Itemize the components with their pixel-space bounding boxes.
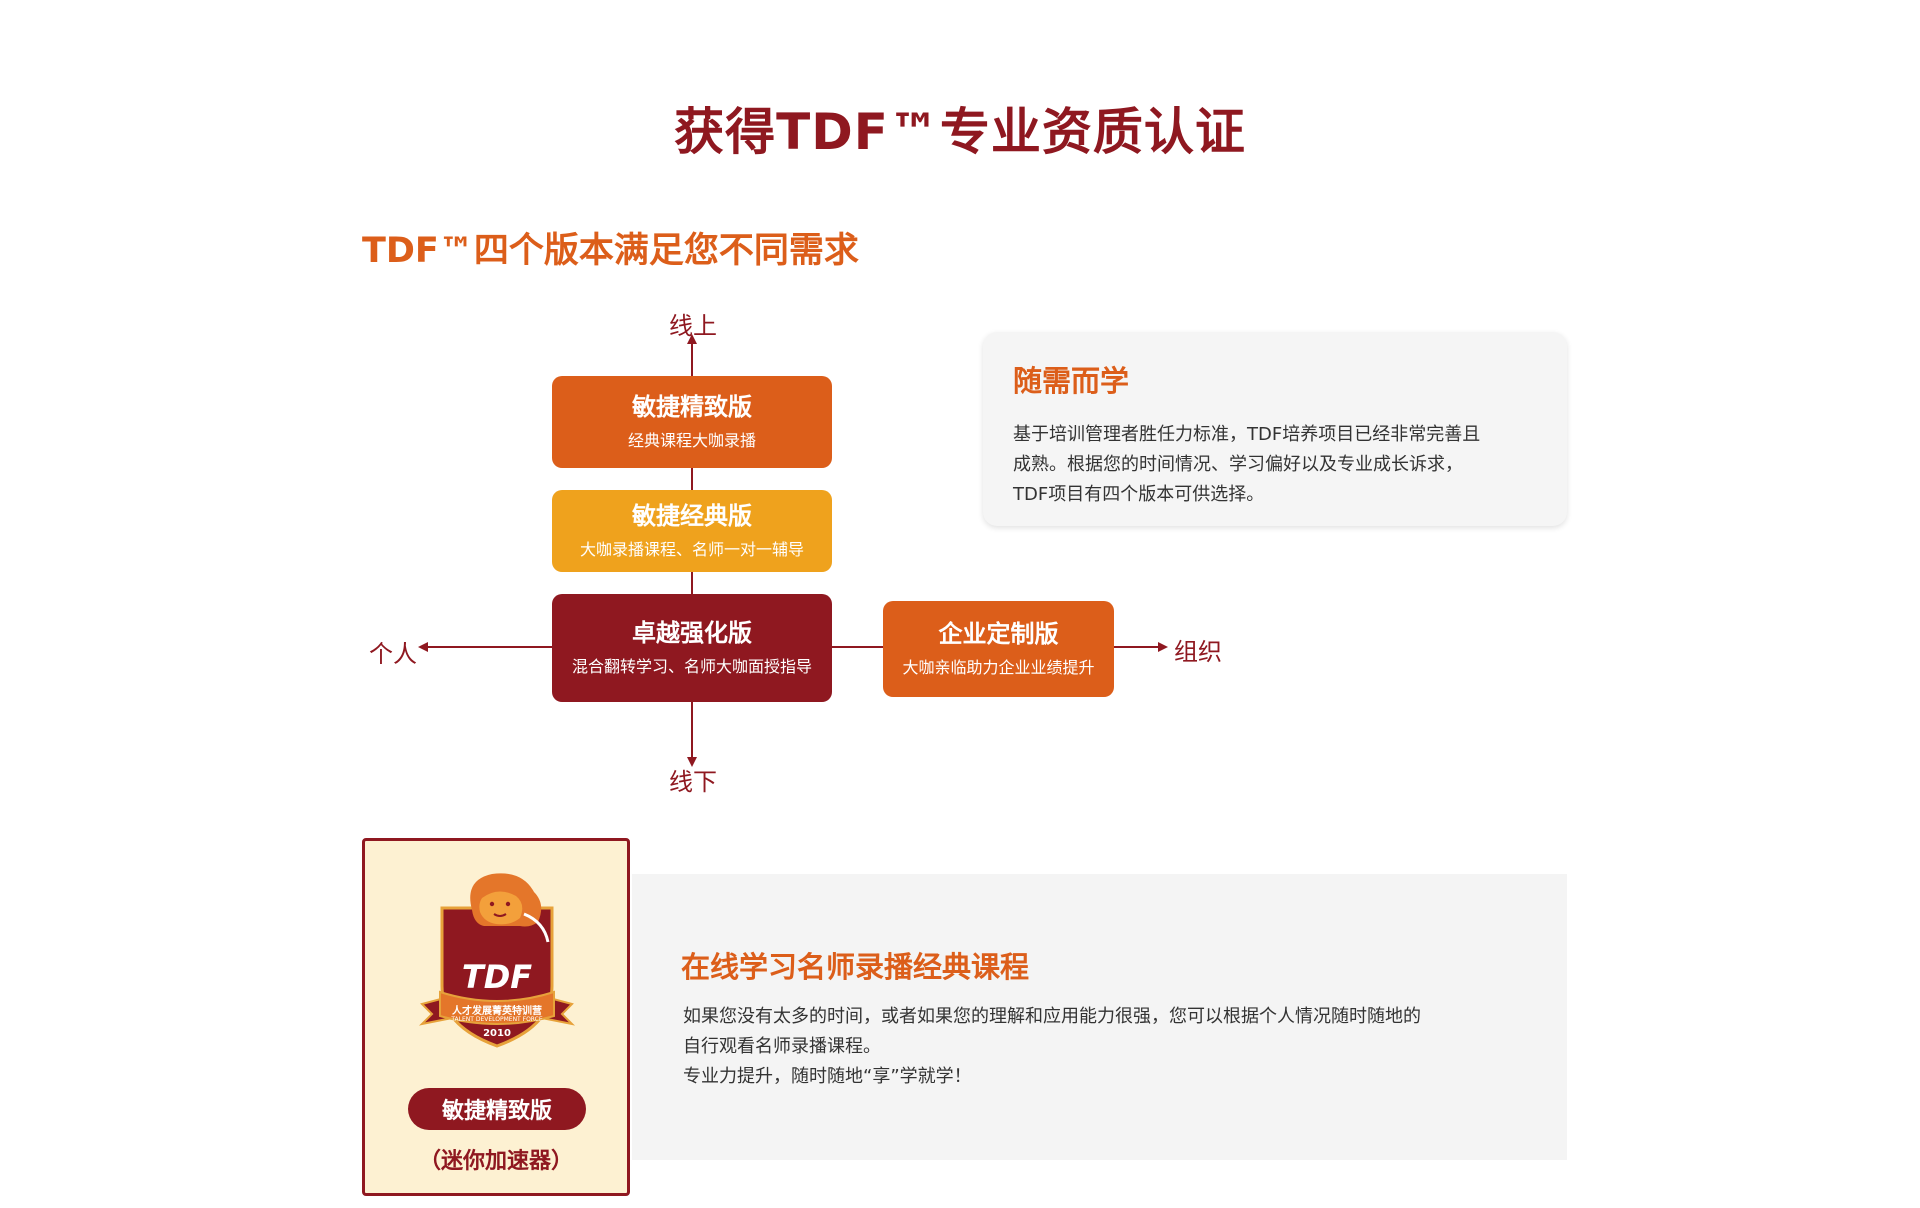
version-card-agile-classic[interactable]: 敏捷经典版 大咖录播课程、名师一对一辅导	[552, 490, 832, 572]
badge-sub-label: （迷你加速器）	[418, 1149, 573, 1174]
detail-title: 在线学习名师录播经典课程	[681, 950, 1030, 984]
info-card-line: TDF项目有四个版本可供选择。	[1013, 484, 1265, 505]
detail-text: 如果您没有太多的时间，或者如果您的理解和应用能力很强，您可以根据个人情况随时随地…	[683, 1002, 1543, 1092]
axis-label-offline: 线下	[669, 768, 717, 796]
version-title: 敏捷精致版	[632, 393, 752, 421]
detail-panel	[632, 874, 1567, 1160]
version-subtitle: 混合翻转学习、名师大咖面授指导	[571, 657, 812, 676]
version-card-excellence[interactable]: 卓越强化版 混合翻转学习、名师大咖面授指导	[552, 594, 832, 702]
logo-text: TDF	[461, 958, 533, 996]
arrow-left-icon	[418, 642, 428, 652]
tdf-lion-logo: TDF 人才发展菁英特训营 TALENT DEVELOPMENT FORCE 2…	[412, 868, 582, 1064]
logo-ribbon-en: TALENT DEVELOPMENT FORCE	[451, 1016, 543, 1023]
logo-ribbon-text: 人才发展菁英特训营	[452, 1006, 542, 1017]
info-card-line: 基于培训管理者胜任力标准，TDF培养项目已经非常完善且	[1013, 424, 1481, 445]
section-title: TDF™四个版本满足您不同需求	[362, 231, 859, 271]
info-card: 随需而学 基于培训管理者胜任力标准，TDF培养项目已经非常完善且 成熟。根据您的…	[983, 332, 1567, 526]
axis-label-organization: 组织	[1174, 638, 1222, 666]
detail-line: 自行观看名师录播课程。	[683, 1036, 881, 1057]
axis-label-online: 线上	[669, 312, 717, 340]
arrow-right-icon	[1158, 642, 1168, 652]
logo-year: 2010	[483, 1028, 511, 1039]
page-title: 获得TDF™专业资质认证	[674, 103, 1246, 161]
info-card-line: 成熟。根据您的时间情况、学习偏好以及专业成长诉求，	[1013, 454, 1463, 475]
version-subtitle: 经典课程大咖录播	[627, 431, 756, 450]
axis-label-individual: 个人	[369, 640, 417, 668]
arrow-up-icon	[687, 334, 697, 344]
version-card-agile-refined[interactable]: 敏捷精致版 经典课程大咖录播	[552, 376, 832, 468]
version-title: 卓越强化版	[632, 619, 752, 647]
version-title: 企业定制版	[938, 620, 1059, 648]
badge-pill-label: 敏捷精致版	[408, 1088, 586, 1130]
detail-line: 专业力提升，随时随地“享”学就学！	[683, 1066, 972, 1087]
horizontal-axis-left-line	[426, 646, 556, 648]
info-card-title: 随需而学	[1013, 364, 1130, 398]
detail-line: 如果您没有太多的时间，或者如果您的理解和应用能力很强，您可以根据个人情况随时随地…	[683, 1006, 1421, 1027]
version-title: 敏捷经典版	[632, 502, 752, 530]
version-subtitle: 大咖亲临助力企业业绩提升	[902, 658, 1095, 677]
version-subtitle: 大咖录播课程、名师一对一辅导	[579, 540, 804, 559]
arrow-down-icon	[687, 757, 697, 767]
version-card-enterprise[interactable]: 企业定制版 大咖亲临助力企业业绩提升	[883, 601, 1114, 697]
